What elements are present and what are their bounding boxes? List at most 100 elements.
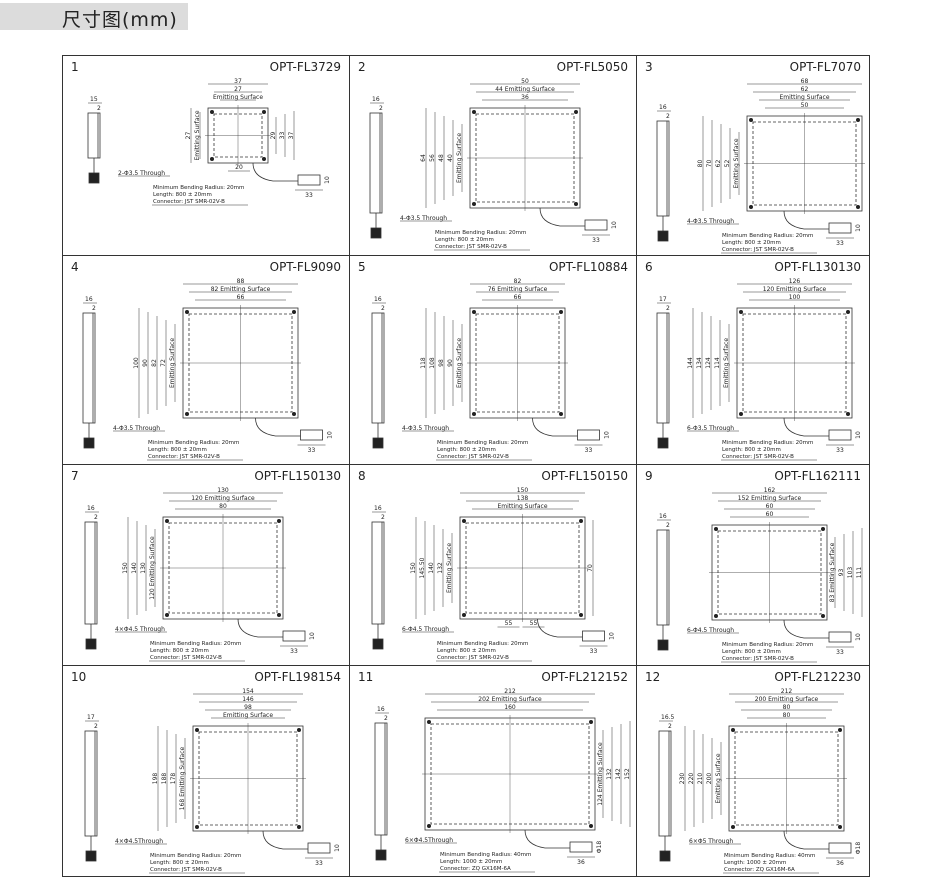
- spec-note: Minimum Bending Radius: 20mm: [150, 853, 241, 859]
- connector-length-label: 33: [590, 648, 598, 655]
- side-width-label: 17: [659, 296, 667, 303]
- left-dimension-label: Emitting Surface: [456, 338, 463, 388]
- connector-length-label: 36: [577, 859, 585, 866]
- mounting-hole: [165, 613, 169, 617]
- model-name: OPT-FL212152: [541, 670, 628, 684]
- left-dimension-label: Emitting Surface: [446, 543, 453, 593]
- top-dimension-label: 50: [521, 78, 529, 85]
- cable: [255, 417, 301, 437]
- left-dimension-label: Emitting Surface: [733, 138, 740, 188]
- right-dimension-label: 37: [288, 132, 295, 140]
- model-name: OPT-FL10884: [548, 260, 628, 274]
- bottom-dimension-label: 55: [505, 620, 513, 627]
- spec-note: Minimum Bending Radius: 20mm: [148, 440, 239, 446]
- cable-connector: [569, 841, 593, 853]
- mounting-hole: [589, 720, 593, 724]
- mounting-hole: [838, 825, 842, 829]
- hole-note: 6-Φ3.5 Through: [687, 425, 734, 432]
- left-dimension-label: Emitting Surface: [723, 338, 730, 388]
- top-dimension-label: Emitting Surface: [779, 94, 829, 101]
- connector-icon: [375, 849, 387, 861]
- top-dimension-label: 80: [219, 503, 227, 510]
- top-dimension-label: 98: [244, 704, 252, 711]
- right-dimension-label: 103: [847, 567, 854, 579]
- connector-icon: [657, 639, 669, 651]
- spec-note: Minimum Bending Radius: 20mm: [153, 185, 244, 191]
- model-name: OPT-FL3729: [269, 60, 341, 74]
- mounting-hole: [297, 728, 301, 732]
- side-width-label: 16: [87, 505, 95, 512]
- mounting-hole: [165, 519, 169, 523]
- cable-connector: [577, 429, 600, 441]
- spec-note: Connector: JST SMR-02V-B: [437, 454, 509, 460]
- mounting-hole: [185, 310, 189, 314]
- mounting-hole: [579, 519, 583, 523]
- top-dimension-label: Emitting Surface: [497, 503, 547, 510]
- mounting-hole: [195, 825, 199, 829]
- mounting-hole: [856, 205, 860, 209]
- top-dimension-label: 37: [234, 78, 242, 85]
- connector-size-label: Φ18: [855, 842, 862, 855]
- mounting-hole: [846, 310, 850, 314]
- top-dimension-label: 150: [517, 487, 529, 494]
- section-title: 尺寸图(mm): [62, 9, 178, 31]
- top-dimension-label: 27: [234, 86, 242, 93]
- spec-note: Minimum Bending Radius: 20mm: [435, 230, 526, 236]
- connector-icon: [657, 437, 669, 449]
- hole-note: 2-Φ3.5 Through: [118, 170, 165, 177]
- top-dimension-label: 202 Emitting Surface: [478, 696, 542, 703]
- top-dimension-label: 126: [789, 278, 801, 285]
- hole-note: 4×Φ4.5 Through: [115, 626, 165, 633]
- connector-size-label: 10: [324, 176, 331, 184]
- top-dimension-label: 80: [783, 704, 791, 711]
- connector-length-label: 33: [585, 447, 593, 454]
- connector-icon: [659, 850, 671, 862]
- mounting-hole: [731, 728, 735, 732]
- connector-length-label: 33: [592, 237, 600, 244]
- spec-note: Minimum Bending Radius: 20mm: [722, 642, 813, 648]
- left-dimension-label: 64: [420, 154, 427, 162]
- cell-number: 9: [645, 469, 653, 483]
- side-width-label: 16: [659, 104, 667, 111]
- mounting-hole: [262, 157, 266, 161]
- model-name: OPT-FL162111: [774, 469, 861, 483]
- hole-note: 4-Φ3.5 Through: [113, 425, 160, 432]
- mounting-hole: [297, 825, 301, 829]
- cell-number: 10: [71, 670, 87, 684]
- cable: [783, 417, 829, 437]
- left-dimension-label: 90: [142, 359, 149, 367]
- top-dimension-label: 68: [801, 78, 809, 85]
- top-dimension-label: 82 Emitting Surface: [211, 286, 271, 293]
- top-dimension-label: 88: [237, 278, 245, 285]
- section-header: 尺寸图(mm): [0, 3, 188, 31]
- spec-note: Minimum Bending Radius: 20mm: [150, 641, 241, 647]
- spec-note: Minimum Bending Radius: 40mm: [724, 853, 815, 859]
- top-dimension-label: Emitting Surface: [223, 712, 273, 719]
- cable: [783, 619, 829, 639]
- model-name: OPT-FL212230: [774, 670, 861, 684]
- left-dimension-label: 72: [160, 359, 167, 367]
- connector-icon: [372, 437, 384, 449]
- spec-note: Connector: JST SMR-02V-B: [148, 454, 220, 460]
- left-dimension-label: 220: [688, 773, 695, 785]
- mounting-hole: [472, 412, 476, 416]
- left-dimension-label: 140: [428, 562, 435, 574]
- left-dimension-label: 62: [715, 160, 722, 168]
- connector-icon: [657, 230, 669, 242]
- cell-number: 8: [358, 469, 366, 483]
- mounting-hole: [292, 412, 296, 416]
- side-thickness-label: 2: [94, 723, 98, 730]
- spec-note: Minimum Bending Radius: 40mm: [440, 852, 531, 858]
